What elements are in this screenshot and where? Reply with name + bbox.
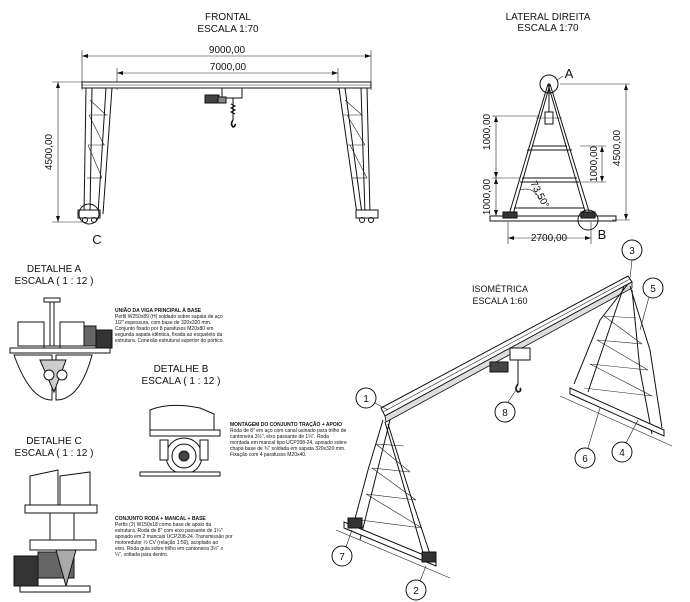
note-line: ¼", voltada para dentro. <box>115 552 169 558</box>
note-line: estrutura. Conexão estrutural superior d… <box>115 338 224 344</box>
iso-title: ISOMÉTRICA <box>472 284 528 294</box>
note-line: cantoneira 3½", eixo passante de 1¼". Ro… <box>230 434 329 440</box>
note-line: Roda de 8" em aço com canal usinado para… <box>230 428 347 434</box>
balloon-label: 8 <box>502 408 508 419</box>
detail-a-note-title: UNIÃO DA VIGA PRINCIPAL À BASE <box>115 308 202 314</box>
balloon-3: 3 <box>621 239 643 279</box>
balloon-label: 7 <box>339 552 345 563</box>
iso-scale: ESCALA 1:60 <box>472 296 527 306</box>
frontal-marker-c: C <box>92 232 101 247</box>
note-line: segunda sapata idêntica, fixada ao esque… <box>115 332 223 338</box>
balloon-8: 8 <box>494 389 517 423</box>
detail-c-note-title: CONJUNTO RODA + MANCAL + BASE <box>115 516 206 522</box>
detail-b-scale: ESCALA ( 1 : 12 ) <box>142 376 221 387</box>
balloon-1: 1 <box>355 387 389 411</box>
lateral-marker-a: A <box>565 66 574 81</box>
note-line: Conjunto fixado por 8 parafusos M20x80 e… <box>115 326 214 332</box>
detail-b: DETALHE B ESCALA ( 1 : 12 ) <box>139 364 221 477</box>
lateral-scale: ESCALA 1:70 <box>517 23 579 34</box>
detail-a-note: UNIÃO DA VIGA PRINCIPAL À BASE Perfil W2… <box>115 308 235 344</box>
detail-c-title: DETALHE C <box>26 436 81 447</box>
balloon-label: 2 <box>413 586 419 597</box>
note-line: motoredutor ½ CV (relação 1:50), acoplad… <box>115 540 219 546</box>
note-line: estrutura. Roda de 8" com eixo passante … <box>115 528 223 534</box>
lateral-dim-height: 4500,00 <box>612 129 623 166</box>
lateral-dim-1000-mid: 1000,00 <box>589 145 600 182</box>
balloon-label: 6 <box>582 454 588 465</box>
detail-a: DETALHE A ESCALA ( 1 : 12 ) <box>9 264 113 401</box>
balloon-4: 4 <box>611 419 639 463</box>
lateral-dim-1000-low: 1000,00 <box>482 178 493 215</box>
detail-a-title: DETALHE A <box>27 264 82 275</box>
lateral-dim-1000-top: 1000,00 <box>482 113 493 150</box>
frontal-dim-inner-width: 7000,00 <box>210 62 247 73</box>
lateral-dim-base: 2700,00 <box>531 233 568 244</box>
balloon-2: 2 <box>405 565 427 601</box>
balloon-5: 5 <box>639 277 664 331</box>
note-line: chapa base de ¾" soldada em sapata 320x3… <box>230 446 346 452</box>
detail-c: DETALHE C ESCALA ( 1 : 12 ) <box>13 436 98 593</box>
note-line: apoiado em 2 mancais UCP208-24. Transmis… <box>115 534 233 540</box>
balloon-label: 1 <box>363 394 369 405</box>
balloon-label: 4 <box>619 448 625 459</box>
note-line: eixo. Roda guia sobre trilho em cantonei… <box>115 546 223 552</box>
lateral-dim-angle: 73,50° <box>528 179 551 210</box>
note-line: Perfil W250x89 (H) soldado sobre sapata … <box>115 314 223 320</box>
isometric-view: ISOMÉTRICA ESCALA 1:60 <box>331 239 673 601</box>
balloon-6: 6 <box>574 407 601 469</box>
balloon-label: 5 <box>650 284 656 295</box>
lateral-marker-b: B <box>598 227 607 242</box>
note-line: Perfis (2) W150x18 como base de apoio da <box>115 522 212 528</box>
note-line: montada em mancal tipo UCP208-24, apoiad… <box>230 440 347 446</box>
note-line: Fixação com 4 parafusos M20x40. <box>230 452 307 458</box>
frontal-dim-total-width: 9000,00 <box>209 45 246 56</box>
frontal-title: FRONTAL <box>205 12 251 23</box>
lateral-view: LATERAL DIREITA ESCALA 1:70 A B <box>482 12 630 244</box>
frontal-view: FRONTAL ESCALA 1:70 9000,00 7000,00 4500… <box>44 12 379 247</box>
detail-a-scale: ESCALA ( 1 : 12 ) <box>15 276 94 287</box>
note-line: 1/2" espessura, com base de 320x320 mm. <box>115 320 212 326</box>
frontal-dim-height: 4500,00 <box>44 133 55 170</box>
detail-b-note: MONTAGEM DO CONJUNTO TRAÇÃO + APOIO Roda… <box>230 422 352 458</box>
detail-c-note: CONJUNTO RODA + MANCAL + BASE Perfis (2)… <box>115 516 237 558</box>
balloon-7: 7 <box>331 529 353 567</box>
balloon-label: 3 <box>629 246 635 257</box>
detail-c-scale: ESCALA ( 1 : 12 ) <box>15 448 94 459</box>
frontal-scale: ESCALA 1:70 <box>197 24 259 35</box>
lateral-title: LATERAL DIREITA <box>506 12 591 23</box>
detail-b-note-title: MONTAGEM DO CONJUNTO TRAÇÃO + APOIO <box>230 422 342 428</box>
detail-b-title: DETALHE B <box>154 364 209 375</box>
